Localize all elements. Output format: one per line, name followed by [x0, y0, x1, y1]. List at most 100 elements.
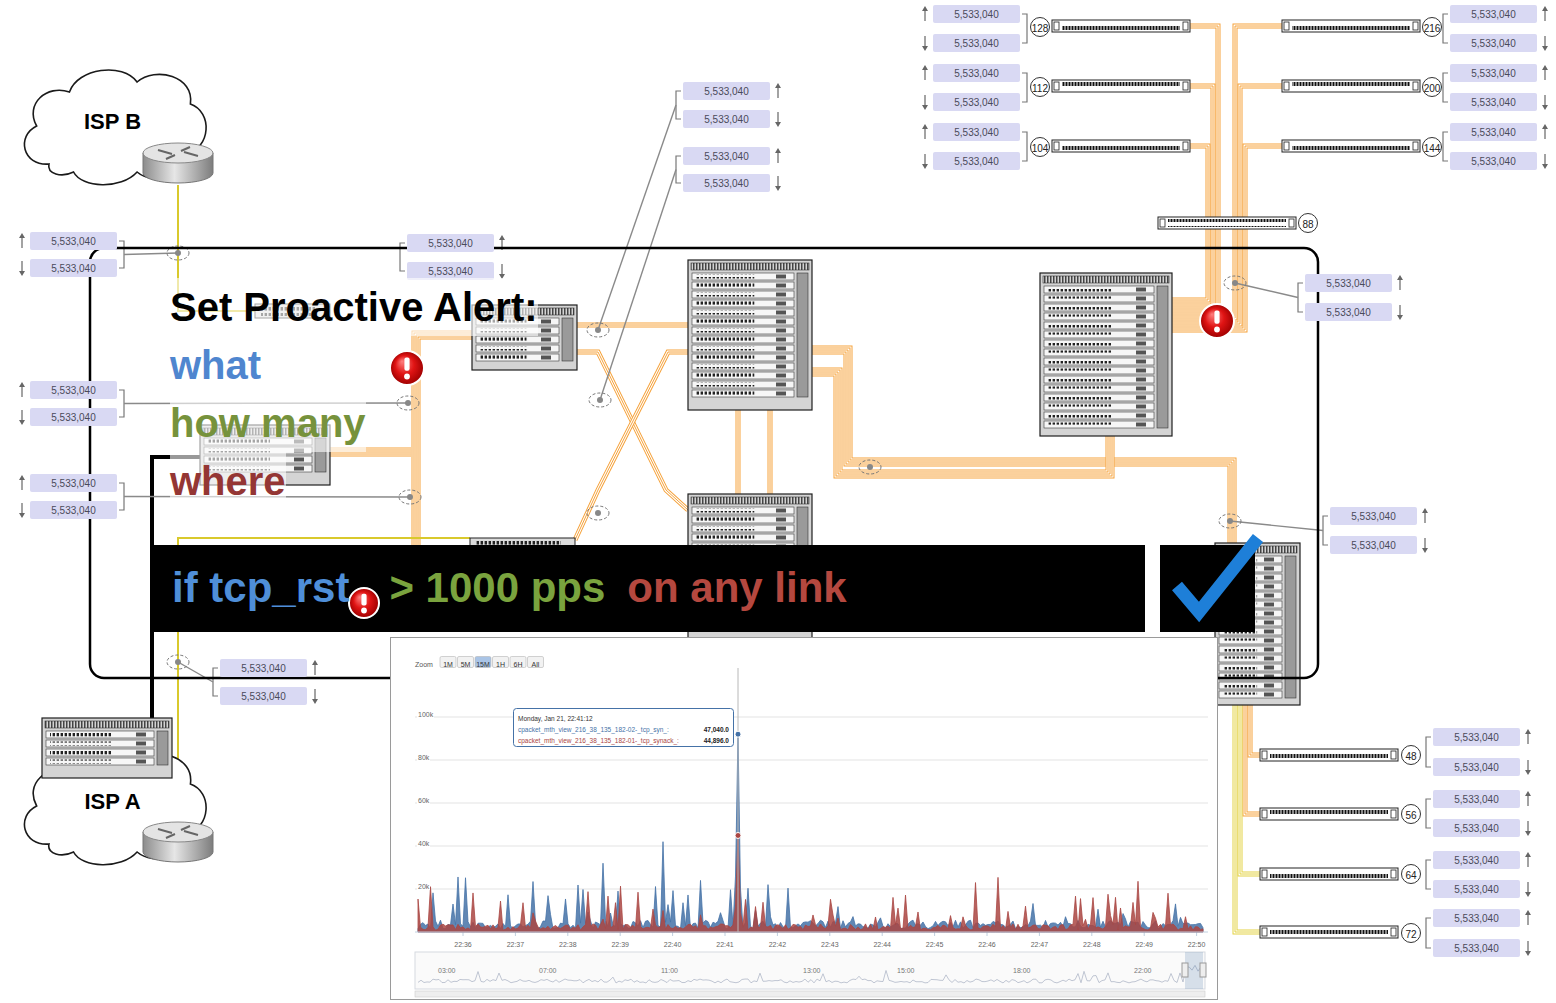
- cable-bundle-part: [1172, 26, 1218, 312]
- network-chassis-part: [776, 536, 786, 540]
- down-arrow-head: [775, 122, 781, 127]
- network-chassis-part: [46, 731, 154, 738]
- traffic-chart: [391, 638, 1218, 1000]
- patch-panel-part: [1262, 928, 1267, 936]
- alert-icon-part: [404, 357, 409, 370]
- traffic-counter-box: 5,533,040: [1450, 123, 1537, 141]
- patch-panel-part: [1262, 810, 1267, 818]
- cable-bundle-part: [1172, 86, 1213, 306]
- tooltip-date: Monday, Jan 21, 22:41:12: [518, 716, 593, 723]
- callout-number: 56: [1405, 806, 1416, 822]
- cable-bundle-part: [1235, 705, 1260, 932]
- down-arrow-head: [1525, 831, 1531, 836]
- callout-number: 48: [1405, 747, 1416, 763]
- tooltip-value: 44,896.0: [704, 738, 729, 745]
- network-chassis-part: [294, 458, 304, 462]
- traffic-counter-box: 5,533,040: [933, 64, 1020, 82]
- network-chassis-part: [692, 336, 794, 343]
- network-chassis-part: [50, 742, 112, 746]
- up-arrow-head: [19, 233, 25, 238]
- patch-panel: [1260, 868, 1398, 880]
- network-chassis-part: [797, 273, 808, 397]
- down-arrow-head: [1422, 548, 1428, 553]
- cable-bundle-part: [1172, 146, 1282, 330]
- traffic-counter-box: 5,533,040: [933, 34, 1020, 52]
- crosshair: [738, 668, 739, 932]
- rule-threshold: > 1000 pps: [389, 563, 605, 613]
- network-chassis-part: [692, 318, 794, 325]
- tooltip-value: 44,896.0: [704, 730, 729, 746]
- patch-panel: [1260, 749, 1398, 761]
- network-chassis-part: [692, 507, 794, 514]
- traffic-counter-box: 5,533,040: [1450, 93, 1537, 111]
- network-chassis-part: [1136, 324, 1146, 328]
- network-chassis-part: [1136, 405, 1146, 409]
- patch-panel: [1260, 926, 1398, 938]
- y-axis-tick: 100k: [417, 711, 434, 718]
- traffic-counter-box: 5,533,040: [1433, 758, 1520, 776]
- patch-panel-part: [1292, 22, 1410, 30]
- network-chassis-part: [1044, 313, 1154, 320]
- tooltip-value: 47,040.0: [704, 719, 729, 735]
- cable-bundle-part: [1245, 705, 1260, 814]
- network-chassis-part: [1264, 657, 1274, 661]
- network-chassis-part: [1264, 693, 1274, 697]
- callout-number: 216: [1424, 24, 1441, 34]
- up-arrow-head: [1542, 65, 1548, 70]
- x-tick: [620, 932, 621, 936]
- network-chassis-part: [541, 338, 551, 342]
- alert-panel: Set Proactive Alert:whathow manywhereif …: [90, 248, 1318, 678]
- x-tick: [882, 932, 883, 936]
- counter-value: 5,533,040: [1471, 127, 1516, 138]
- network-chassis-part: [480, 338, 527, 342]
- alert-heading: Set Proactive Alert:: [170, 278, 538, 336]
- network-chassis-part: [1048, 315, 1111, 319]
- network-chassis-part: [1264, 666, 1274, 670]
- x-axis-tick: 22:39: [611, 934, 629, 950]
- x-axis-tick: 22:49: [1135, 934, 1153, 950]
- cable-bundle-part: [1245, 705, 1260, 814]
- counter-bracket: [1443, 132, 1448, 161]
- link-tap-marker: [589, 393, 611, 407]
- network-chassis-part: [1264, 621, 1274, 625]
- network-chassis-part: [776, 527, 786, 531]
- rule-scope: on any link: [627, 563, 846, 613]
- zoom-button-label: 1M: [443, 654, 453, 670]
- navigator-tick: 22:00: [1133, 967, 1153, 974]
- traffic-counter-box: 5,533,040: [1433, 819, 1520, 837]
- network-chassis-part: [136, 733, 146, 737]
- traffic-counter-box: 5,533,040: [30, 408, 117, 426]
- x-tick: [829, 932, 830, 936]
- tooltip-series: cpacket_mth_view_216_38_135_182-02-_tcp_…: [518, 727, 669, 734]
- counter-value: 5,533,040: [1454, 884, 1499, 895]
- up-arrow-head: [1422, 508, 1428, 513]
- network-chassis-part: [1044, 421, 1154, 428]
- network-chassis-part: [692, 390, 794, 397]
- patch-panel-part: [1391, 810, 1396, 818]
- up-arrow-head: [1397, 275, 1403, 280]
- patch-panel-part: [1262, 870, 1267, 878]
- x-axis-tick: 22:41: [716, 934, 734, 950]
- zoom-button-label: 15M: [476, 661, 490, 668]
- network-chassis-part: [1264, 630, 1274, 634]
- callout-number: 48: [1405, 752, 1416, 762]
- down-arrow-head: [1525, 951, 1531, 956]
- link-tap-dot: [867, 464, 873, 470]
- network-chassis-part: [1219, 655, 1282, 662]
- network-chassis-part: [776, 275, 786, 279]
- network-chassis-part: [776, 347, 786, 351]
- x-axis-tick: 22:45: [926, 934, 944, 950]
- network-chassis-part: [1048, 369, 1111, 373]
- x-tick: [934, 932, 935, 936]
- counter-value: 5,533,040: [1326, 278, 1371, 289]
- patch-panel: [1260, 808, 1398, 820]
- patch-panel-part: [1270, 870, 1388, 878]
- network-chassis-part: [1048, 396, 1111, 400]
- cable-bundle-part: [575, 352, 688, 540]
- alert-icon: [347, 586, 381, 620]
- network-chassis-part: [1223, 693, 1257, 697]
- navigator: [415, 952, 1205, 989]
- callout-circle: [1402, 865, 1421, 884]
- cable-bundle-part: [1245, 705, 1260, 814]
